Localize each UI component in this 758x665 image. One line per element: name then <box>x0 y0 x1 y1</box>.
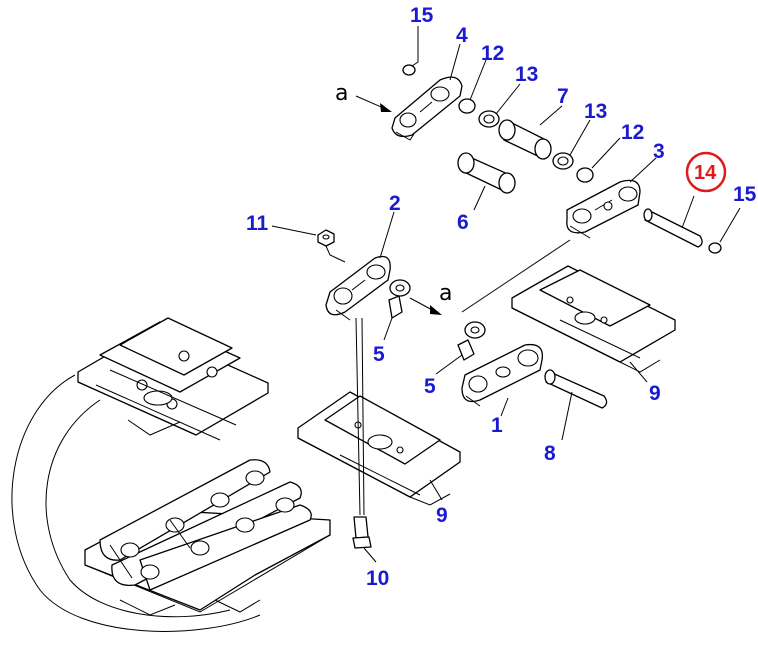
callout-15-top[interactable]: 15 <box>410 4 434 27</box>
track-shoe-9-right <box>511 265 676 373</box>
callout-11[interactable]: 11 <box>246 212 269 235</box>
pin-8 <box>544 369 608 409</box>
spacer-13-top <box>478 110 500 128</box>
seal-12-top <box>458 98 476 114</box>
bolt-10 <box>352 317 372 549</box>
callout-12-top[interactable]: 12 <box>481 42 504 65</box>
callout-4[interactable]: 4 <box>456 24 468 47</box>
nut-11 <box>317 229 335 247</box>
callout-7[interactable]: 7 <box>557 85 569 108</box>
callout-14[interactable]: 14 <box>694 162 717 184</box>
callout-13-top[interactable]: 13 <box>515 63 538 86</box>
callout-8[interactable]: 8 <box>544 442 556 465</box>
callout-13-mid[interactable]: 13 <box>584 100 607 123</box>
seal-5-upper <box>388 279 411 319</box>
leader-lines <box>271 26 741 563</box>
callout-9-center[interactable]: 9 <box>436 504 448 527</box>
callout-1[interactable]: 1 <box>491 414 503 437</box>
callout-5-upper[interactable]: 5 <box>373 343 385 366</box>
track-chain-assembly <box>11 317 331 632</box>
callout-9-right[interactable]: 9 <box>649 382 661 405</box>
snap-ring-15-right <box>708 242 722 254</box>
spacer-13-mid <box>552 152 574 170</box>
link-part-1 <box>461 343 544 407</box>
seal-5-lower <box>457 321 486 361</box>
callout-labels: 15 4 12 13 7 13 12 3 6 14 15 11 2 5 5 1 … <box>246 4 757 590</box>
snap-ring-15-top <box>402 64 416 76</box>
link-part-2 <box>325 255 391 321</box>
bushing-6 <box>457 152 516 194</box>
seal-12-mid <box>576 167 594 183</box>
callout-6[interactable]: 6 <box>457 211 469 234</box>
link-part-4 <box>391 76 463 141</box>
callout-12-mid[interactable]: 12 <box>621 121 644 144</box>
view-mark-a-top: a <box>335 81 348 106</box>
link-part-3 <box>566 179 641 239</box>
callout-15-right[interactable]: 15 <box>733 183 757 206</box>
view-mark-a-mid: a <box>439 281 452 306</box>
callout-3[interactable]: 3 <box>653 140 665 163</box>
callout-10[interactable]: 10 <box>366 567 389 590</box>
pin-14 <box>643 208 703 248</box>
track-shoe-9-center <box>297 391 461 506</box>
bushing-7 <box>498 119 552 160</box>
callout-5-lower[interactable]: 5 <box>424 375 436 398</box>
callout-2[interactable]: 2 <box>389 192 401 215</box>
highlight-circle-14 <box>685 151 727 193</box>
